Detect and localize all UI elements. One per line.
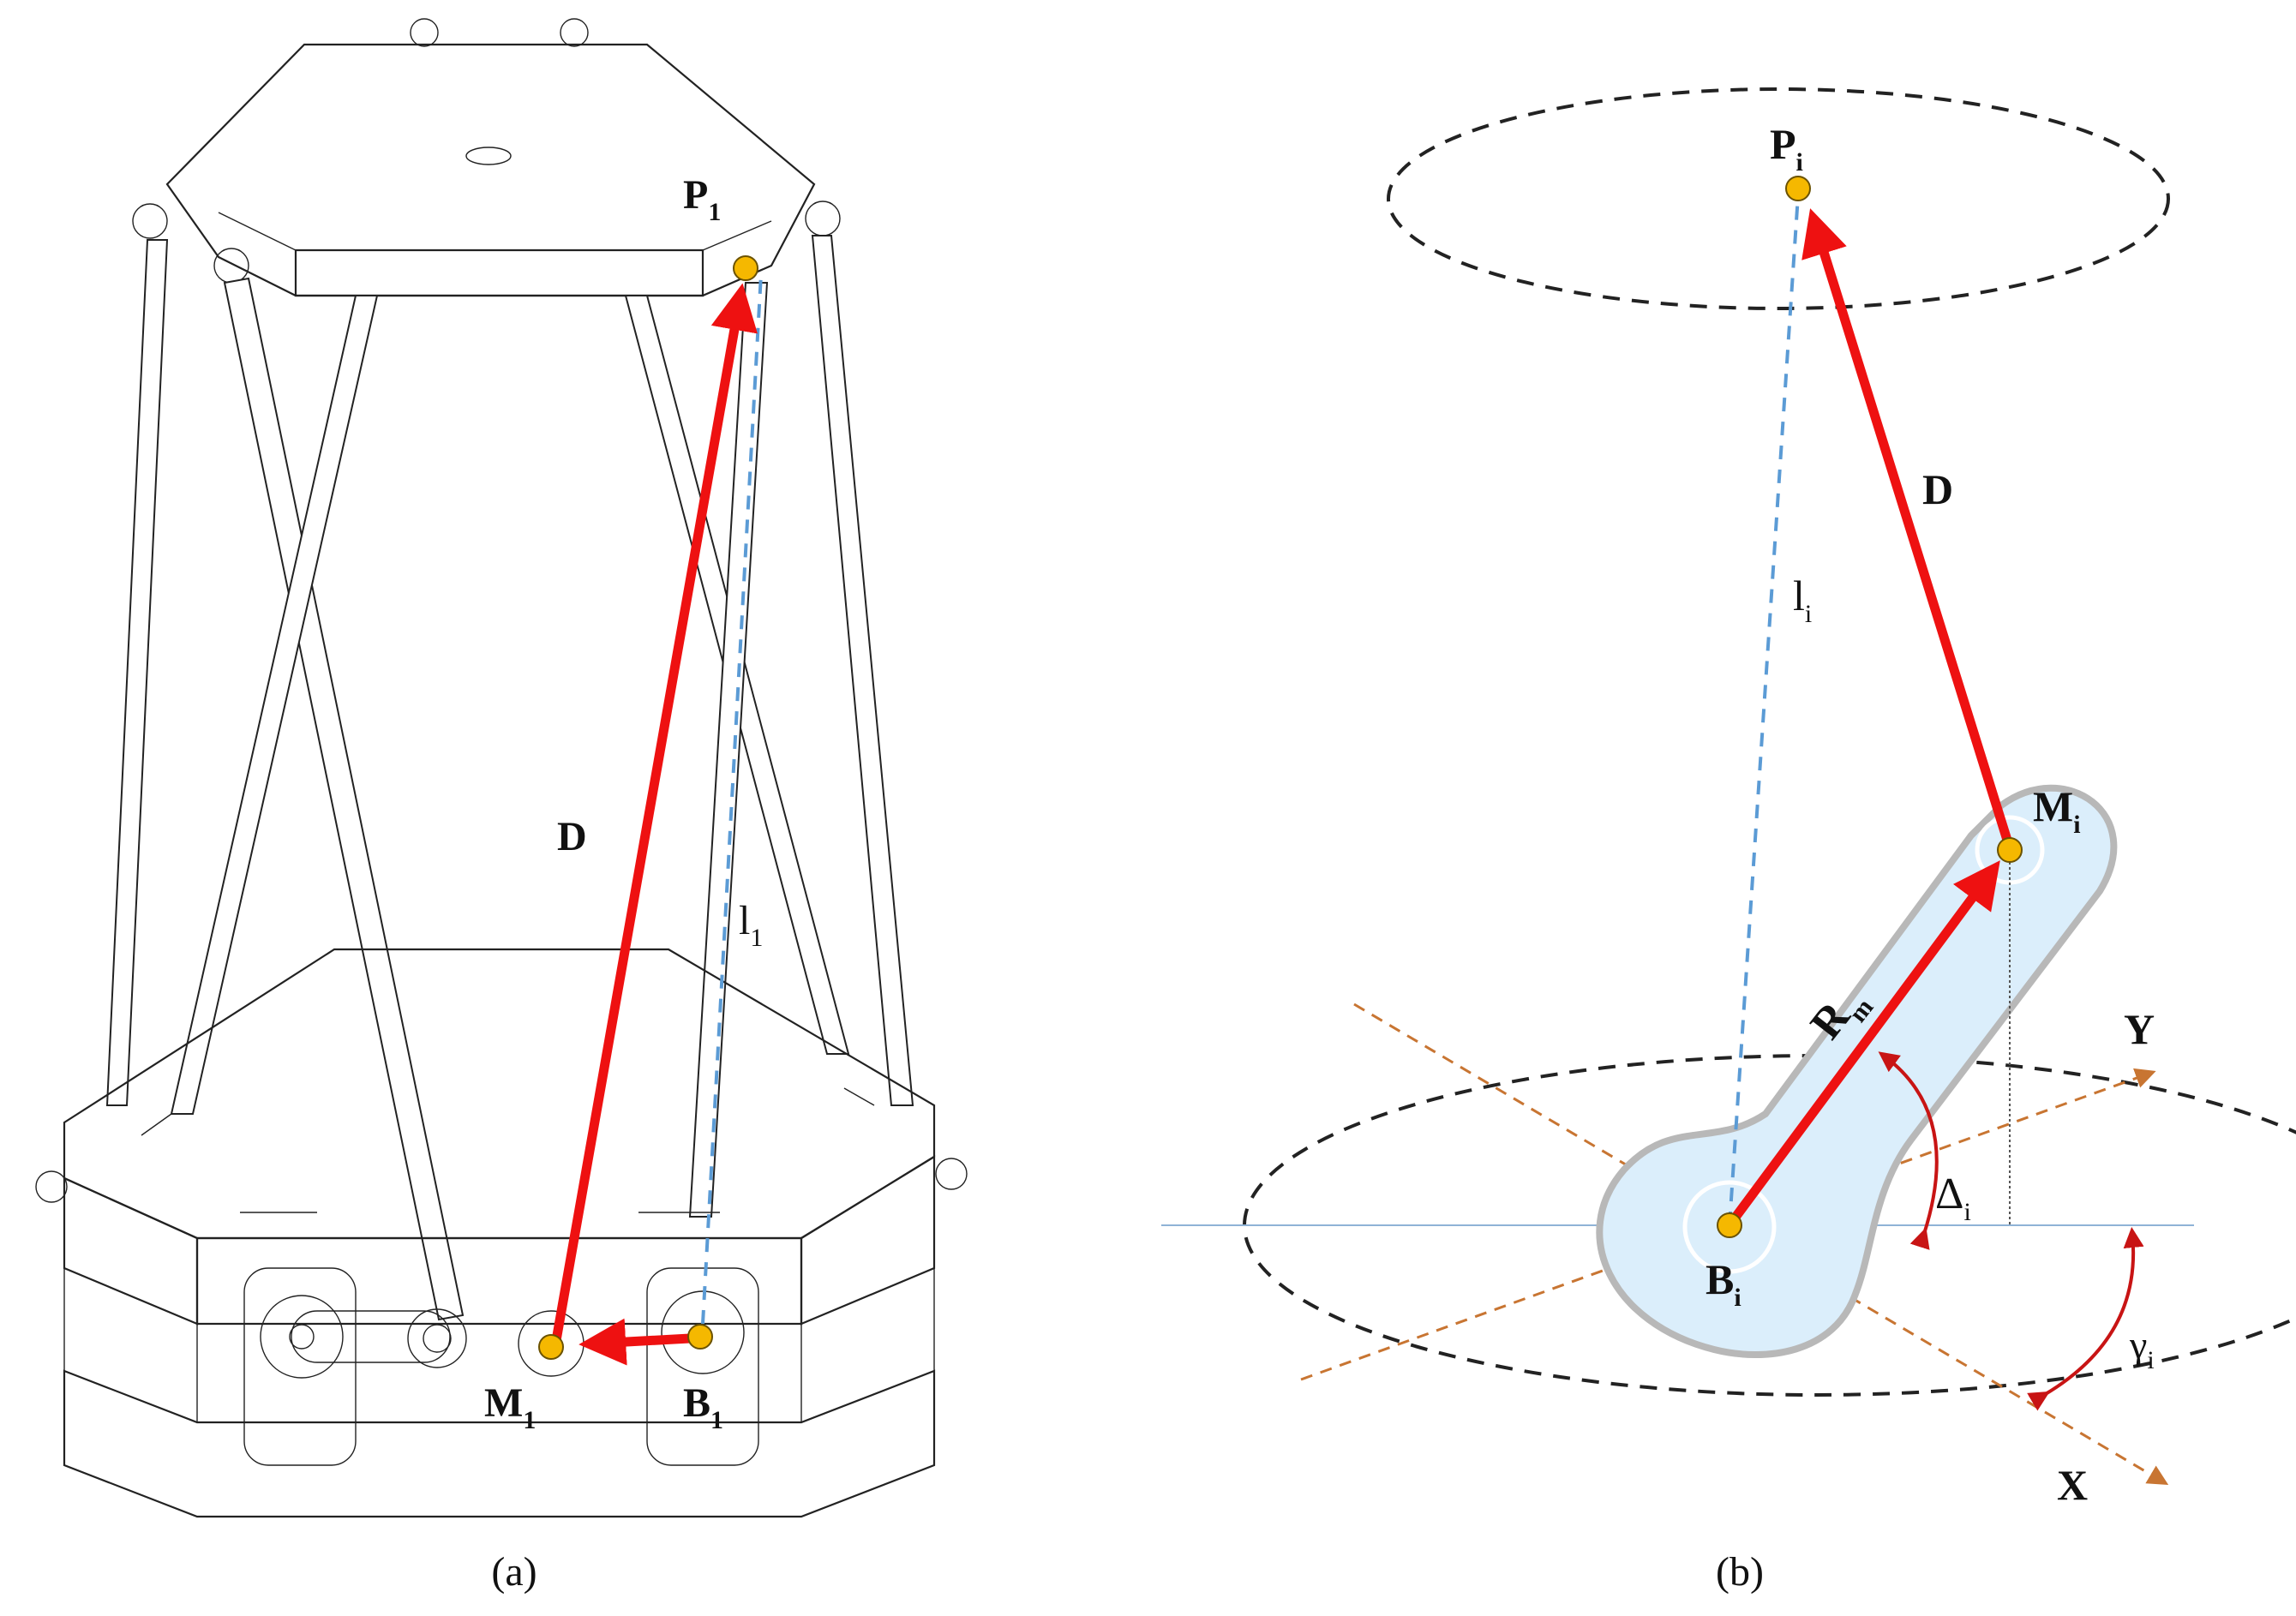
- base-housing: [35, 948, 968, 1518]
- label-D-panel-b: D: [1922, 465, 1953, 513]
- angle-arc-delta: [1878, 1051, 1939, 1250]
- vector-BM-panel-a: [578, 1318, 695, 1366]
- label-Pi: Pi: [1770, 120, 1803, 177]
- axis-Y: [1300, 1068, 2156, 1381]
- joint-Bi: [1717, 1212, 1742, 1238]
- crank-arm: [1596, 784, 2118, 1359]
- top-platform: [132, 18, 841, 297]
- vector-D-panel-a: [550, 283, 758, 1350]
- crank-hub-ring: [1682, 1180, 1777, 1274]
- label-D-panel-a: D: [557, 814, 587, 859]
- label-Bi: Bi: [1706, 1255, 1741, 1312]
- vector-li: [1728, 195, 1800, 1226]
- label-Y: Y: [2124, 1005, 2155, 1053]
- upper-platform-ellipse: [1387, 87, 2170, 310]
- label-Mi: Mi: [2033, 782, 2081, 839]
- label-gamma-i: γi: [2129, 1323, 2155, 1374]
- label-l1: l1: [739, 898, 763, 952]
- caption-a: (a): [491, 1549, 537, 1595]
- label-B1: B1: [683, 1380, 723, 1434]
- joint-Pi: [1785, 176, 1811, 201]
- label-M1: M1: [484, 1380, 536, 1434]
- label-delta-i: Δi: [1935, 1170, 1971, 1226]
- panel-b-schematic: Pi D li Mi Rm Y X Δi Bi γi (b): [1161, 87, 2296, 1595]
- label-li: li: [1793, 572, 1812, 628]
- vector-Rm: [1724, 860, 2000, 1230]
- caption-b: (b): [1716, 1549, 1764, 1595]
- label-P1: P1: [683, 172, 721, 226]
- panel-a-robot-drawing: P1 D l1 M1 B1 (a): [35, 18, 968, 1595]
- joint-Mi: [1997, 837, 2023, 863]
- joint-P1: [733, 255, 758, 281]
- vector-D-panel-b: [1801, 208, 2015, 853]
- motor-crank: [260, 1290, 745, 1379]
- parallel-rods: [105, 235, 914, 1321]
- joint-M1: [538, 1334, 564, 1360]
- label-X: X: [2057, 1461, 2088, 1509]
- joint-B1: [687, 1324, 713, 1350]
- angle-arc-gamma: [2027, 1227, 2144, 1411]
- vector-l1: [701, 273, 763, 1325]
